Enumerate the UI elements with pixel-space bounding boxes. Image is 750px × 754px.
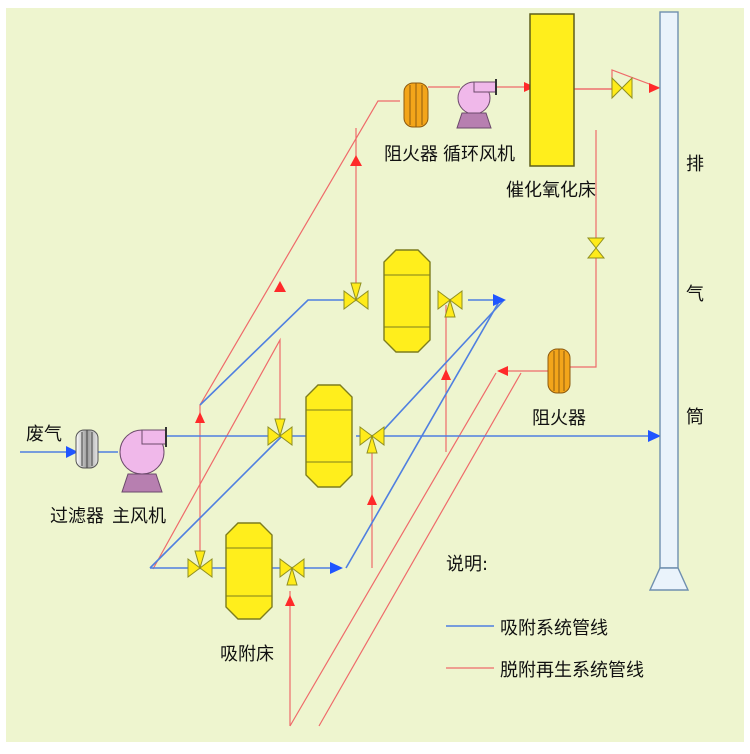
valve-icon bbox=[187, 550, 213, 578]
flow-arrows bbox=[66, 82, 661, 606]
adsorption-bed-bottom-icon bbox=[225, 522, 273, 620]
adsorption-bed-label: 吸附床 bbox=[220, 644, 274, 665]
legend-adsorption-label: 吸附系统管线 bbox=[500, 618, 608, 639]
valve-icon bbox=[279, 558, 305, 586]
catalytic-bed-icon bbox=[529, 13, 575, 167]
flame-arrester-mid-icon bbox=[547, 348, 571, 394]
legend: 说明: 吸附系统管线 脱附再生系统管线 bbox=[446, 554, 644, 681]
main-fan-icon bbox=[119, 427, 167, 493]
exhaust-stack-label-3: 筒 bbox=[686, 407, 704, 428]
diagram-background bbox=[6, 8, 744, 742]
adsorption-bed-middle-icon bbox=[305, 384, 353, 488]
exhaust-stack-label-1: 排 bbox=[686, 154, 704, 175]
circulation-fan-label: 循环风机 bbox=[443, 144, 515, 165]
red-arrow bbox=[497, 366, 508, 376]
waste-gas-label: 废气 bbox=[26, 424, 62, 445]
flame-arrester-mid-label: 阻火器 bbox=[532, 408, 586, 429]
exhaust-stack-icon bbox=[648, 11, 690, 591]
valve-icon bbox=[437, 290, 463, 318]
red-arrow bbox=[649, 83, 660, 93]
valves bbox=[187, 76, 633, 586]
valve-icon bbox=[267, 418, 293, 446]
adsorption-bed-top-icon bbox=[383, 249, 431, 353]
red-arrow bbox=[195, 412, 205, 423]
filter-label: 过滤器 bbox=[50, 506, 104, 527]
blue-arrow bbox=[493, 294, 506, 306]
circulation-fan-icon bbox=[456, 79, 497, 129]
main-fan-label: 主风机 bbox=[112, 506, 166, 527]
blue-arrow bbox=[66, 446, 78, 458]
blue-arrow bbox=[330, 562, 343, 574]
filter-icon bbox=[75, 429, 99, 469]
blue-arrow bbox=[648, 430, 661, 442]
legend-desorption-label: 脱附再生系统管线 bbox=[500, 660, 644, 681]
exhaust-stack-label-2: 气 bbox=[686, 284, 704, 305]
legend-title: 说明: bbox=[446, 554, 488, 575]
valve-icon bbox=[359, 426, 385, 454]
red-arrow bbox=[367, 494, 377, 505]
red-arrow bbox=[274, 281, 286, 292]
red-arrow bbox=[285, 595, 295, 606]
red-arrow bbox=[350, 155, 362, 166]
valve-icon bbox=[586, 237, 606, 259]
flame-arrester-top-label: 阻火器 bbox=[384, 144, 438, 165]
red-arrow bbox=[441, 369, 451, 380]
catalytic-bed-label: 催化氧化床 bbox=[506, 180, 596, 201]
valve-icon bbox=[343, 282, 369, 310]
flame-arrester-top-icon bbox=[403, 82, 429, 128]
valve-icon bbox=[611, 76, 633, 100]
